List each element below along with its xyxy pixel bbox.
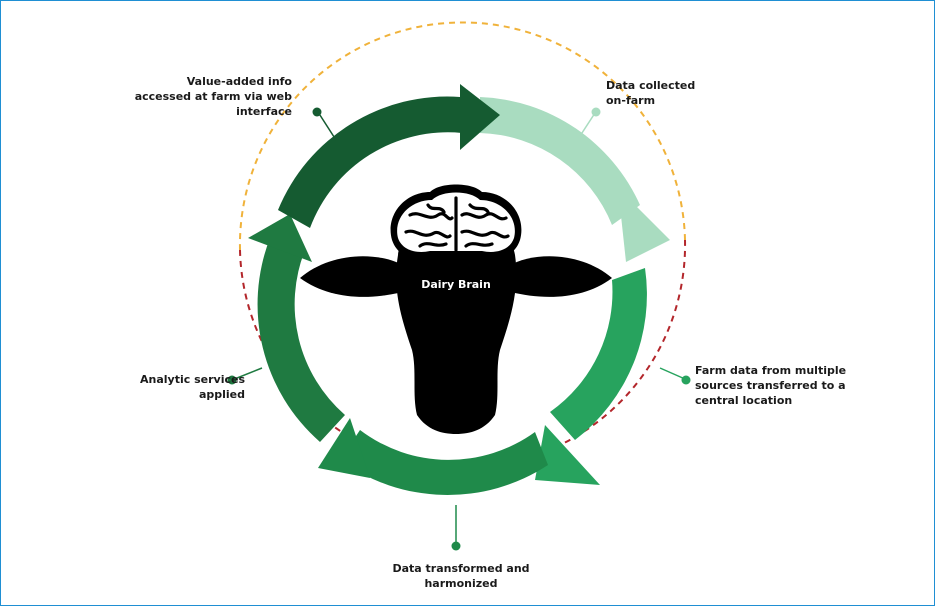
step-label-line: Data transformed and xyxy=(392,562,530,575)
arrow-segment-value-added xyxy=(278,96,462,228)
step-label-line: harmonized xyxy=(424,577,498,590)
arrow-segment-data-transformed xyxy=(340,430,548,495)
step-label-line: Value-added info xyxy=(186,75,292,88)
step-label-line: Data collected xyxy=(606,79,696,92)
step-label-line: on-farm xyxy=(606,94,656,107)
arrow-segment-data-transferred xyxy=(550,268,647,440)
step-label-data-transformed: Data transformed and harmonized xyxy=(376,561,546,591)
arrowhead-light xyxy=(618,188,670,262)
step-label-value-added-info: Value-added info accessed at farm via we… xyxy=(135,74,292,119)
cow-head-icon xyxy=(300,228,612,434)
brain-icon xyxy=(390,184,522,260)
connector-bottom xyxy=(451,505,461,551)
arrow-segment-data-collected xyxy=(480,97,640,225)
step-label-line: applied xyxy=(198,388,245,401)
step-label-data-collected: Data collected on-farm xyxy=(606,78,695,108)
connector-top-left xyxy=(312,107,337,141)
connector-top-right xyxy=(579,107,601,137)
step-label-line: Analytic services xyxy=(140,373,245,386)
step-label-line: sources transferred to a xyxy=(695,379,846,392)
arrowhead-top xyxy=(460,84,500,150)
center-label: Dairy Brain xyxy=(421,278,491,291)
step-label-analytic-services: Analytic services applied xyxy=(140,372,245,402)
step-label-line: accessed at farm via web xyxy=(134,90,292,103)
arrowhead-mid xyxy=(535,425,600,485)
step-label-line: interface xyxy=(236,105,292,118)
step-label-line: central location xyxy=(695,394,793,407)
arrow-segment-analytics xyxy=(257,238,345,442)
arrowhead-bottom xyxy=(318,418,370,478)
arrowhead-left xyxy=(248,214,312,262)
connector-right xyxy=(659,367,691,385)
connector-left xyxy=(227,367,263,385)
step-label-data-transferred: Farm data from multiple sources transfer… xyxy=(695,363,846,408)
step-label-line: Farm data from multiple xyxy=(695,364,847,377)
